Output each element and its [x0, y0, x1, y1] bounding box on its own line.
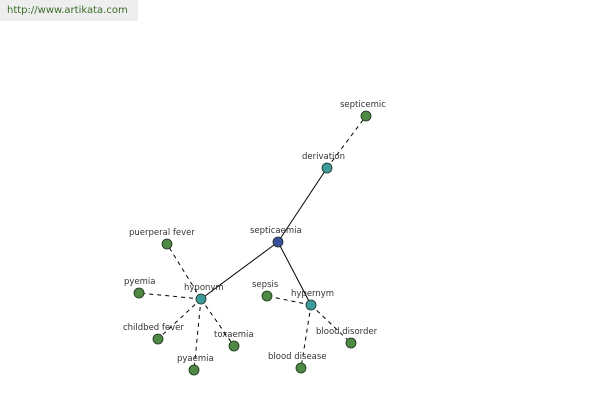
node-label-sepsis[interactable]: sepsis	[252, 280, 279, 290]
node-label-pyaemia[interactable]: pyaemia	[177, 354, 214, 364]
node-label-toxaemia[interactable]: toxaemia	[214, 330, 254, 340]
edge-hypernym-blood-disease	[300, 304, 312, 369]
edge-hypernym-blood-disorder	[310, 304, 352, 344]
node-label-puerperal-fever[interactable]: puerperal fever	[129, 228, 195, 238]
node-label-hyponym[interactable]: hyponym	[184, 283, 224, 293]
node-puerperal-fever[interactable]	[161, 238, 173, 250]
edge-septicaemia-hyponym	[200, 241, 279, 300]
node-label-blood-disease[interactable]: blood disease	[268, 352, 327, 362]
node-blood-disorder[interactable]	[345, 337, 357, 349]
edge-hyponym-toxaemia	[200, 298, 235, 347]
node-pyemia[interactable]	[133, 287, 145, 299]
edge-septicaemia-derivation	[277, 167, 328, 243]
edge-derivation-septicemic	[326, 115, 367, 169]
site-url-link[interactable]: http://www.artikata.com	[0, 0, 138, 21]
node-septicaemia[interactable]	[272, 236, 284, 248]
node-septicemic[interactable]	[360, 110, 372, 122]
node-hyponym[interactable]	[195, 293, 207, 305]
node-toxaemia[interactable]	[228, 340, 240, 352]
node-sepsis[interactable]	[261, 290, 273, 302]
node-label-septicemic[interactable]: septicemic	[340, 100, 386, 110]
edge-hyponym-pyemia	[138, 292, 202, 300]
node-label-blood-disorder[interactable]: blood disorder	[316, 327, 378, 337]
node-pyaemia[interactable]	[188, 364, 200, 376]
edge-septicaemia-hypernym	[277, 241, 312, 306]
node-blood-disease[interactable]	[295, 362, 307, 374]
node-label-septicaemia[interactable]: septicaemia	[250, 226, 302, 236]
node-hypernym[interactable]	[305, 299, 317, 311]
node-childbed-fever[interactable]	[152, 333, 164, 345]
nodes-layer	[133, 110, 372, 376]
node-label-hypernym[interactable]: hypernym	[291, 289, 334, 299]
node-label-childbed-fever[interactable]: childbed fever	[123, 323, 184, 333]
node-label-derivation[interactable]: derivation	[302, 152, 345, 162]
labels-layer: septicaemia derivation hyponym hypernym sept…	[123, 100, 386, 364]
node-derivation[interactable]	[321, 162, 333, 174]
edges-layer	[138, 115, 367, 371]
edge-hyponym-pyaemia	[193, 298, 202, 371]
edge-hyponym-childbed-fever	[157, 298, 202, 340]
edge-hyponym-puerperal-fever	[166, 243, 202, 300]
node-label-pyemia[interactable]: pyemia	[124, 277, 156, 287]
